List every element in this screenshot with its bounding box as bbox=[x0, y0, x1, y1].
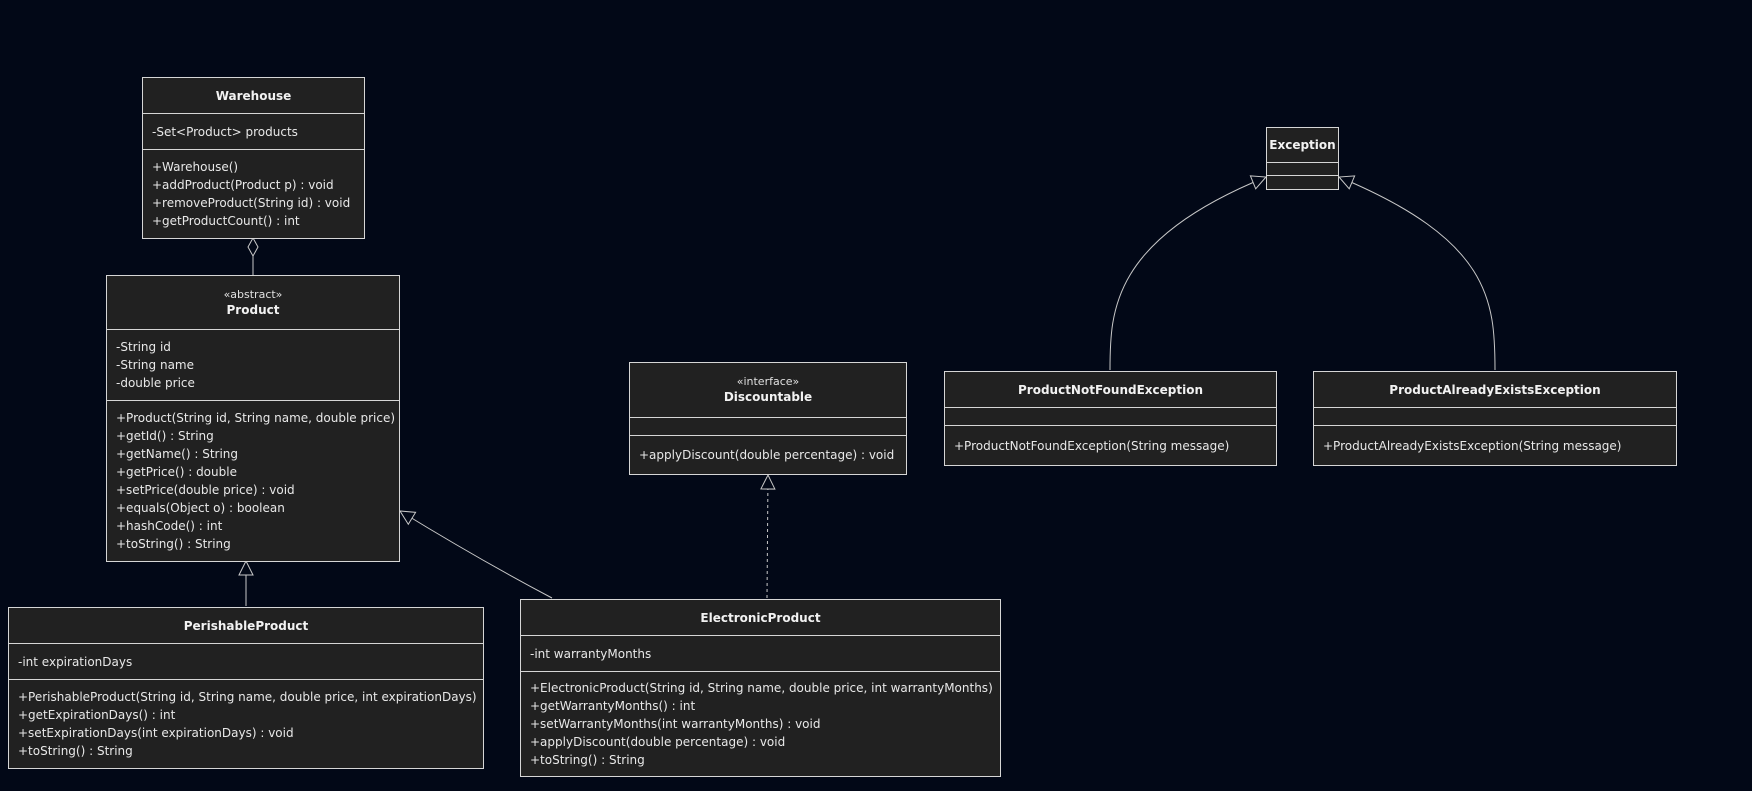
class-header: ProductAlreadyExistsException bbox=[1314, 372, 1676, 408]
method: +getName() : String bbox=[116, 447, 239, 461]
attribute: -String name bbox=[116, 358, 194, 372]
class-discountable[interactable]: «interface» Discountable +applyDiscount(… bbox=[629, 362, 907, 475]
class-header: «abstract» Product bbox=[107, 276, 399, 330]
class-product[interactable]: «abstract» Product -String id -String na… bbox=[106, 275, 400, 562]
inheritance-notfound-exception bbox=[1109, 177, 1266, 371]
method: +getId() : String bbox=[116, 429, 214, 443]
class-header: PerishableProduct bbox=[9, 608, 483, 644]
method: +addProduct(Product p) : void bbox=[152, 178, 334, 192]
method: +Warehouse() bbox=[152, 160, 239, 174]
attributes-section bbox=[1267, 163, 1338, 176]
method: +removeProduct(String id) : void bbox=[152, 196, 351, 210]
class-name: ProductAlreadyExistsException bbox=[1389, 382, 1601, 397]
attributes-section bbox=[630, 418, 906, 436]
class-name: ProductNotFoundException bbox=[1017, 382, 1203, 397]
method: +applyDiscount(double percentage) : void bbox=[530, 735, 786, 749]
method: +ProductAlreadyExistsException(String me… bbox=[1323, 438, 1622, 453]
attributes-section: -int warrantyMonths bbox=[521, 636, 1000, 672]
class-header: Exception bbox=[1267, 128, 1338, 163]
method: +getPrice() : double bbox=[116, 465, 237, 479]
class-name: Exception bbox=[1269, 138, 1336, 152]
class-product-not-found-exception[interactable]: ProductNotFoundException +ProductNotFoun… bbox=[944, 371, 1277, 466]
attribute: -int warrantyMonths bbox=[530, 646, 652, 661]
attributes-section bbox=[945, 408, 1276, 426]
class-stereotype: «interface» bbox=[736, 375, 800, 388]
attributes-section: -int expirationDays bbox=[9, 644, 483, 680]
methods-section: +PerishableProduct(String id, String nam… bbox=[9, 680, 483, 768]
attribute: -int expirationDays bbox=[18, 654, 133, 669]
class-name: ElectronicProduct bbox=[700, 610, 821, 625]
class-header: Warehouse bbox=[143, 78, 364, 114]
attribute: -Set<Product> products bbox=[152, 124, 298, 139]
method: +applyDiscount(double percentage) : void bbox=[639, 448, 895, 462]
methods-section: +ElectronicProduct(String id, String nam… bbox=[521, 672, 1000, 776]
method: +ProductNotFoundException(String message… bbox=[954, 438, 1230, 453]
method: +getProductCount() : int bbox=[152, 214, 300, 228]
method: +Product(String id, String name, double … bbox=[116, 411, 396, 425]
attributes-section: -String id -String name -double price bbox=[107, 330, 399, 401]
method: +toString() : String bbox=[530, 753, 645, 767]
method: +getWarrantyMonths() : int bbox=[530, 699, 696, 713]
method: +setPrice(double price) : void bbox=[116, 483, 295, 497]
class-header: ElectronicProduct bbox=[521, 600, 1000, 636]
method: +toString() : String bbox=[18, 744, 133, 758]
attributes-section: -Set<Product> products bbox=[143, 114, 364, 150]
attribute: -double price bbox=[116, 376, 195, 390]
class-product-already-exists-exception[interactable]: ProductAlreadyExistsException +ProductAl… bbox=[1313, 371, 1677, 466]
methods-section: +ProductNotFoundException(String message… bbox=[945, 426, 1276, 465]
method: +toString() : String bbox=[116, 537, 231, 551]
attribute: -String id bbox=[116, 340, 171, 354]
class-perishable-product[interactable]: PerishableProduct -int expirationDays +P… bbox=[8, 607, 484, 769]
method: +equals(Object o) : boolean bbox=[116, 501, 285, 515]
class-name: Discountable bbox=[723, 390, 813, 404]
methods-section: +applyDiscount(double percentage) : void bbox=[630, 436, 906, 474]
method: +setWarrantyMonths(int warrantyMonths) :… bbox=[530, 717, 821, 731]
class-exception[interactable]: Exception bbox=[1266, 127, 1339, 190]
class-header: ProductNotFoundException bbox=[945, 372, 1276, 408]
methods-section: +ProductAlreadyExistsException(String me… bbox=[1314, 426, 1676, 465]
class-warehouse[interactable]: Warehouse -Set<Product> products +Wareho… bbox=[142, 77, 365, 239]
class-stereotype: «abstract» bbox=[223, 287, 283, 301]
class-name: PerishableProduct bbox=[183, 618, 309, 633]
methods-section bbox=[1267, 176, 1338, 189]
class-electronic-product[interactable]: ElectronicProduct -int warrantyMonths +E… bbox=[520, 599, 1001, 777]
method: +getExpirationDays() : int bbox=[18, 708, 176, 722]
attributes-section bbox=[1314, 408, 1676, 426]
methods-section: +Warehouse() +addProduct(Product p) : vo… bbox=[143, 150, 364, 238]
method: +ElectronicProduct(String id, String nam… bbox=[530, 681, 993, 695]
method: +PerishableProduct(String id, String nam… bbox=[18, 690, 477, 704]
inheritance-alreadyexists-exception bbox=[1339, 177, 1496, 371]
method: +setExpirationDays(int expirationDays) :… bbox=[18, 726, 294, 740]
class-name: Warehouse bbox=[215, 88, 292, 103]
class-header: «interface» Discountable bbox=[630, 363, 906, 418]
realization-electronic-discountable bbox=[767, 475, 768, 599]
methods-section: +Product(String id, String name, double … bbox=[107, 401, 399, 561]
inheritance-electronic-product bbox=[400, 511, 553, 599]
class-name: Product bbox=[226, 302, 280, 317]
method: +hashCode() : int bbox=[116, 519, 223, 533]
